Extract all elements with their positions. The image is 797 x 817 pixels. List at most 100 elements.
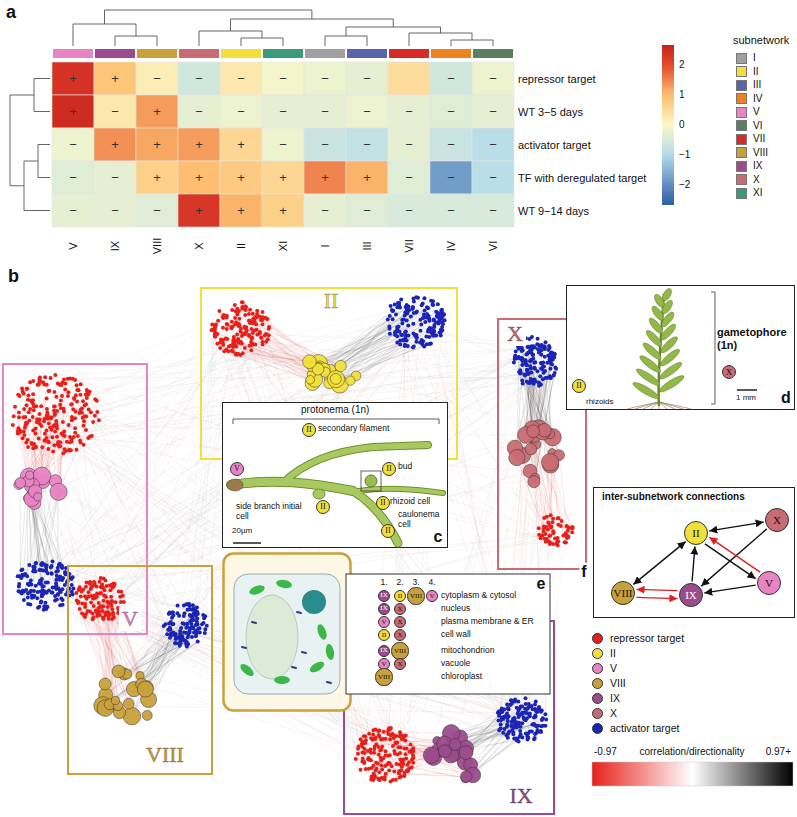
gene-dot bbox=[169, 620, 173, 624]
heatmap-cell bbox=[136, 161, 178, 194]
heatmap-cell bbox=[220, 95, 262, 128]
dendrogram bbox=[10, 95, 34, 186]
gene-dot bbox=[17, 582, 21, 586]
gene-dot bbox=[36, 590, 40, 594]
gene-dot bbox=[407, 308, 411, 312]
gene-dot bbox=[539, 536, 543, 540]
gene-dot bbox=[73, 431, 77, 435]
network-edge bbox=[64, 409, 103, 618]
network-edge bbox=[217, 334, 335, 379]
gene-dot bbox=[436, 315, 440, 319]
column-color-bar bbox=[137, 49, 177, 58]
gene-dot bbox=[23, 572, 27, 576]
gene-dot bbox=[70, 402, 74, 406]
gene-dot bbox=[91, 615, 95, 619]
heatmap-cell bbox=[178, 161, 220, 194]
gene-dot bbox=[419, 322, 423, 326]
network-edge bbox=[534, 482, 553, 544]
network-edge bbox=[20, 410, 80, 483]
heatmap-cell bbox=[136, 194, 178, 227]
gene-dot bbox=[38, 376, 42, 380]
gene-dot bbox=[239, 330, 243, 334]
gene-dot bbox=[193, 608, 197, 612]
gene-dot bbox=[520, 359, 524, 363]
gene-dot bbox=[25, 387, 29, 391]
gene-dot bbox=[440, 308, 444, 312]
dendrogram bbox=[105, 10, 312, 24]
gene-dot bbox=[50, 571, 54, 575]
gene-dot bbox=[16, 426, 20, 430]
gene-dot bbox=[173, 641, 177, 645]
gene-dot bbox=[542, 524, 546, 528]
gene-dot bbox=[170, 616, 174, 620]
gene-dot bbox=[118, 595, 122, 599]
network-edge bbox=[390, 739, 465, 762]
gene-dot bbox=[55, 435, 59, 439]
gene-dot bbox=[83, 602, 87, 606]
gene-dot bbox=[436, 302, 440, 306]
heatmap-cell bbox=[262, 194, 304, 227]
gene-dot bbox=[200, 622, 204, 626]
gene-dot bbox=[560, 519, 564, 523]
gene-dot bbox=[205, 624, 209, 628]
heatmap-cell bbox=[178, 194, 220, 227]
network-edge bbox=[312, 321, 406, 384]
network-edge bbox=[18, 305, 422, 431]
gene-dot bbox=[26, 438, 30, 442]
network-edge bbox=[238, 354, 336, 379]
gene-dot bbox=[32, 589, 36, 593]
heatmap-cell bbox=[94, 161, 136, 194]
network-edge bbox=[27, 480, 68, 589]
gene-dot bbox=[222, 349, 226, 353]
dendrogram bbox=[199, 31, 262, 46]
gene-dot bbox=[528, 359, 532, 363]
gene-dot bbox=[35, 417, 39, 421]
dendrogram bbox=[115, 36, 157, 46]
gene-dot bbox=[431, 303, 435, 307]
gene-dot bbox=[241, 300, 245, 304]
gene-dot bbox=[203, 627, 207, 631]
gene-dot bbox=[432, 325, 436, 329]
heatmap-cell bbox=[346, 128, 388, 161]
column-color-bar bbox=[473, 49, 513, 58]
gene-dot bbox=[77, 411, 81, 415]
heatmap-cell bbox=[178, 95, 220, 128]
gene-dot bbox=[233, 323, 237, 327]
gene-dot bbox=[394, 313, 398, 317]
dendrogram bbox=[325, 36, 367, 46]
network-edge bbox=[43, 383, 65, 481]
network-edge bbox=[309, 315, 423, 362]
network-edge bbox=[397, 329, 549, 348]
gene-dot bbox=[395, 341, 399, 345]
gene-dot bbox=[63, 388, 67, 392]
gene-dot bbox=[170, 611, 174, 615]
network-edge bbox=[66, 325, 235, 569]
gene-dot bbox=[251, 312, 255, 316]
heatmap-cell bbox=[304, 194, 346, 227]
gene-dot bbox=[421, 316, 425, 320]
gene-dot bbox=[37, 436, 41, 440]
network-edge bbox=[19, 587, 375, 739]
gene-dot bbox=[185, 625, 189, 629]
heatmap-cell bbox=[388, 161, 430, 194]
gene-dot bbox=[56, 577, 60, 581]
gene-dot bbox=[254, 322, 258, 326]
gene-dot bbox=[441, 322, 445, 326]
gene-dot bbox=[38, 581, 42, 585]
network-edge bbox=[54, 445, 85, 617]
gene-dot bbox=[389, 304, 393, 308]
gene-dot bbox=[34, 561, 38, 565]
gene-dot bbox=[32, 408, 36, 412]
gene-dot bbox=[403, 310, 407, 314]
network-edge bbox=[243, 302, 319, 363]
gene-dot bbox=[53, 404, 57, 408]
gene-dot bbox=[67, 448, 71, 452]
gene-dot bbox=[412, 332, 416, 336]
gene-dot bbox=[397, 301, 401, 305]
gene-dot bbox=[400, 318, 404, 322]
gene-dot bbox=[34, 427, 38, 431]
gene-dot bbox=[98, 592, 102, 596]
gene-dot bbox=[61, 433, 65, 437]
gene-dot bbox=[216, 319, 220, 323]
column-color-bar bbox=[179, 49, 219, 58]
